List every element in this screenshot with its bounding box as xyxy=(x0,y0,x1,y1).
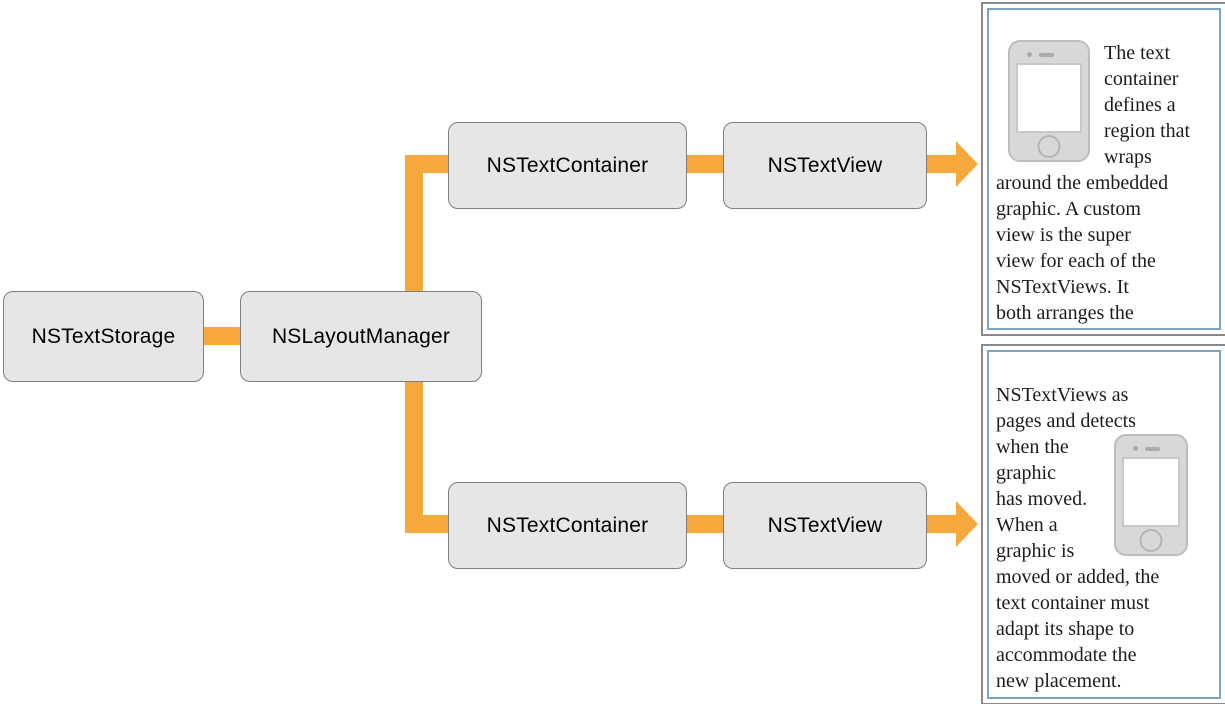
wrapped-text-top: The text container defines a region that… xyxy=(996,42,1191,324)
wrapped-text-bottom-start: NSTextViews as pages and detects xyxy=(996,384,1136,432)
text-container-region-bottom: NSTextViews as pages and detects when th… xyxy=(987,350,1221,699)
camera-dot-icon xyxy=(1027,52,1032,57)
iphone-icon xyxy=(1008,40,1090,162)
connector-elbow-top xyxy=(405,155,449,173)
node-nslayoutmanager: NSLayoutManager xyxy=(240,291,482,382)
text-view-panel-bottom: NSTextViews as pages and detects when th… xyxy=(981,344,1225,704)
connector-container-to-view-top xyxy=(685,155,724,173)
iphone-icon xyxy=(1114,434,1188,556)
node-label: NSTextStorage xyxy=(31,324,176,348)
connector-arrow-shaft-bottom xyxy=(925,515,957,533)
connector-storage-to-layoutmanager xyxy=(201,327,241,345)
node-label: NSTextContainer xyxy=(486,153,649,177)
node-label: NSTextView xyxy=(767,153,883,177)
arrowhead-top-icon xyxy=(956,141,978,187)
text-container-region-top: The text container defines a region that… xyxy=(987,8,1221,330)
connector-arrow-shaft-top xyxy=(925,155,957,173)
speaker-slot-icon xyxy=(1039,53,1054,57)
node-label: NSTextContainer xyxy=(486,513,649,537)
speaker-slot-icon xyxy=(1145,447,1160,451)
arrowhead-bottom-icon xyxy=(956,501,978,547)
phone-screen xyxy=(1122,457,1180,527)
panel-text-flow: NSTextViews as pages and detects when th… xyxy=(996,356,1212,694)
node-label: NSLayoutManager xyxy=(271,324,451,348)
wrapped-text-bottom-end: when the graphic has moved. When a graph… xyxy=(996,436,1160,692)
connector-branch-down xyxy=(405,378,423,533)
connector-branch-up xyxy=(405,155,423,295)
node-label: NSTextView xyxy=(767,513,883,537)
node-nstextcontainer-top: NSTextContainer xyxy=(448,122,687,209)
node-nstextcontainer-bottom: NSTextContainer xyxy=(448,482,687,569)
node-nstextview-bottom: NSTextView xyxy=(723,482,927,569)
node-nstextview-top: NSTextView xyxy=(723,122,927,209)
camera-dot-icon xyxy=(1133,446,1138,451)
connector-elbow-bottom xyxy=(405,515,449,533)
home-button-icon xyxy=(1037,135,1061,158)
home-button-icon xyxy=(1139,529,1163,552)
node-nstextstorage: NSTextStorage xyxy=(3,291,204,382)
text-view-panel-top: The text container defines a region that… xyxy=(981,2,1225,336)
phone-screen xyxy=(1016,63,1082,133)
panel-text-flow: The text container defines a region that… xyxy=(996,14,1212,326)
connector-container-to-view-bottom xyxy=(685,515,724,533)
